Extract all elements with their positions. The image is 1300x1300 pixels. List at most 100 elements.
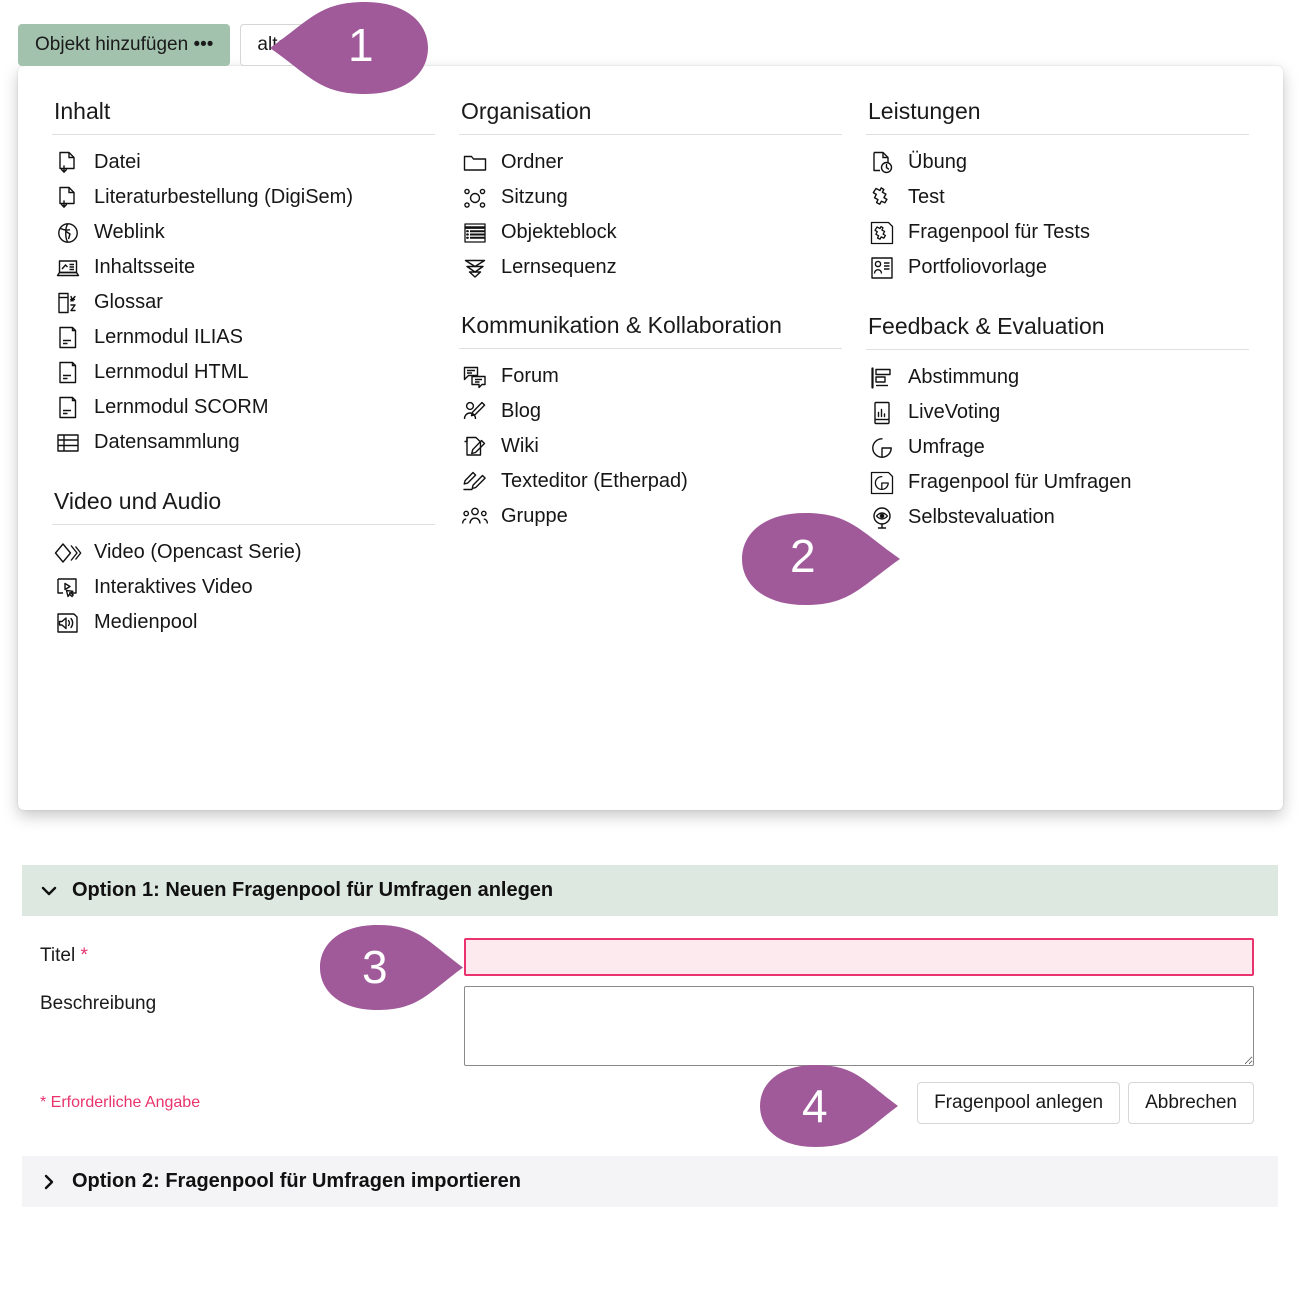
menu-item-label: Test	[908, 186, 945, 208]
menu-item-fragenpool-tests[interactable]: Fragenpool für Tests	[866, 215, 1249, 250]
menu-item-literaturbestellung[interactable]: Literaturbestellung (DigiSem)	[52, 180, 435, 215]
menu-item-label: Weblink	[94, 221, 165, 243]
chevron-down-icon	[40, 882, 58, 900]
menu-item-label: Video (Opencast Serie)	[94, 541, 302, 563]
menu-item-medienpool[interactable]: Medienpool	[52, 605, 435, 640]
menu-item-datensammlung[interactable]: Datensammlung	[52, 425, 435, 460]
title-label: Titel *	[40, 938, 464, 970]
dropdown-column-leistungen: Leistungen Übung	[866, 96, 1249, 810]
menu-item-label: Interaktives Video	[94, 576, 253, 598]
menu-item-fragenpool-umfragen[interactable]: Fragenpool für Umfragen	[866, 465, 1249, 500]
survey-question-pool-icon	[868, 469, 896, 497]
forum-icon	[461, 363, 489, 391]
menu-item-uebung[interactable]: Übung	[866, 145, 1249, 180]
vote-icon	[868, 364, 896, 392]
test-question-pool-icon	[868, 219, 896, 247]
file-download-icon	[54, 149, 82, 177]
menu-item-forum[interactable]: Forum	[459, 359, 842, 394]
menu-item-umfrage[interactable]: Umfrage	[866, 430, 1249, 465]
menu-item-selbstevaluation[interactable]: Selbstevaluation	[866, 500, 1249, 535]
menu-item-label: Forum	[501, 365, 559, 387]
title-input[interactable]	[464, 938, 1254, 976]
section-spacer	[22, 1142, 1278, 1156]
interactive-video-icon	[54, 574, 82, 602]
create-question-pool-button[interactable]: Fragenpool anlegen	[917, 1082, 1121, 1124]
group-title-feedback-evaluation: Feedback & Evaluation	[866, 311, 1249, 350]
menu-item-livevoting[interactable]: LiveVoting	[866, 395, 1249, 430]
menu-item-label: Umfrage	[908, 436, 985, 458]
option1-section-header[interactable]: Option 1: Neuen Fragenpool für Umfragen …	[22, 865, 1278, 916]
menu-item-glossar[interactable]: Glossar	[52, 285, 435, 320]
menu-item-label: Übung	[908, 151, 967, 173]
form-footer: * Erforderliche Angabe Fragenpool anlege…	[40, 1082, 1278, 1124]
required-hint: * Erforderliche Angabe	[40, 1094, 201, 1111]
menu-item-label: Datensammlung	[94, 431, 240, 453]
menu-item-label: Fragenpool für Tests	[908, 221, 1090, 243]
menu-item-label: Lernmodul SCORM	[94, 396, 269, 418]
survey-icon	[868, 434, 896, 462]
menu-item-ordner[interactable]: Ordner	[459, 145, 842, 180]
option1-header-label: Option 1: Neuen Fragenpool für Umfragen …	[72, 879, 554, 901]
cancel-button[interactable]: Abbrechen	[1128, 1082, 1254, 1124]
title-row: Titel *	[40, 938, 1278, 976]
step-marker-2-number: 2	[790, 530, 816, 582]
dropdown-column-content: Inhalt Datei	[52, 96, 435, 810]
menu-item-label: LiveVoting	[908, 401, 1001, 423]
menu-item-texteditor-etherpad[interactable]: Texteditor (Etherpad)	[459, 464, 842, 499]
file-download-icon	[54, 184, 82, 212]
group-title-video-audio: Video und Audio	[52, 486, 435, 525]
group-icon	[461, 503, 489, 531]
group-title-inhalt: Inhalt	[52, 96, 435, 135]
learning-module-icon	[54, 359, 82, 387]
menu-item-datei[interactable]: Datei	[52, 145, 435, 180]
step-marker-1-number: 1	[348, 19, 374, 71]
learning-sequence-icon	[461, 254, 489, 282]
description-textarea[interactable]	[464, 986, 1254, 1066]
menu-item-video-opencast[interactable]: Video (Opencast Serie)	[52, 535, 435, 570]
menu-item-label: Blog	[501, 400, 542, 422]
group-title-kommunikation: Kommunikation & Kollaboration	[459, 311, 842, 349]
group-title-organisation: Organisation	[459, 96, 842, 135]
glossary-icon	[54, 289, 82, 317]
option2-section-header[interactable]: Option 2: Fragenpool für Umfragen import…	[22, 1156, 1278, 1207]
step-marker-4-number: 4	[802, 1080, 828, 1132]
menu-item-test[interactable]: Test	[866, 180, 1249, 215]
menu-item-label: Gruppe	[501, 505, 568, 527]
wiki-icon	[461, 433, 489, 461]
menu-item-interaktives-video[interactable]: Interaktives Video	[52, 570, 435, 605]
exercise-icon	[868, 149, 896, 177]
session-icon	[461, 184, 489, 212]
add-object-dropdown-panel: Inhalt Datei	[18, 66, 1283, 810]
menu-item-label: Datei	[94, 151, 141, 173]
learning-module-icon	[54, 324, 82, 352]
group-spacer	[52, 460, 435, 486]
menu-item-abstimmung[interactable]: Abstimmung	[866, 360, 1249, 395]
menu-item-weblink[interactable]: Weblink	[52, 215, 435, 250]
menu-item-wiki[interactable]: Wiki	[459, 429, 842, 464]
menu-item-objekteblock[interactable]: Objekteblock	[459, 215, 842, 250]
menu-item-blog[interactable]: Blog	[459, 394, 842, 429]
add-object-button[interactable]: Objekt hinzufügen •••	[18, 24, 231, 66]
folder-icon	[461, 149, 489, 177]
etherpad-icon	[461, 468, 489, 496]
menu-item-portfoliovorlage[interactable]: Portfoliovorlage	[866, 250, 1249, 285]
menu-item-inhaltsseite[interactable]: Inhaltsseite	[52, 250, 435, 285]
menu-item-lernmodul-html[interactable]: Lernmodul HTML	[52, 355, 435, 390]
description-label: Beschreibung	[40, 993, 157, 1014]
menu-item-lernmodul-ilias[interactable]: Lernmodul ILIAS	[52, 320, 435, 355]
content-page-icon	[54, 254, 82, 282]
dropdown-column-organisation: Organisation Ordner	[459, 96, 842, 810]
portfolio-template-icon	[868, 254, 896, 282]
menu-item-label: Literaturbestellung (DigiSem)	[94, 186, 354, 208]
chevron-right-icon	[40, 1173, 58, 1191]
form-actions: Fragenpool anlegen Abbrechen	[464, 1082, 1254, 1124]
menu-item-lernsequenz[interactable]: Lernsequenz	[459, 250, 842, 285]
video-series-icon	[54, 539, 82, 567]
menu-item-label: Lernmodul ILIAS	[94, 326, 243, 348]
menu-item-lernmodul-scorm[interactable]: Lernmodul SCORM	[52, 390, 435, 425]
globe-icon	[54, 219, 82, 247]
table-icon	[54, 429, 82, 457]
step-marker-4: 4	[760, 1065, 900, 1147]
menu-item-gruppe[interactable]: Gruppe	[459, 499, 842, 534]
menu-item-sitzung[interactable]: Sitzung	[459, 180, 842, 215]
